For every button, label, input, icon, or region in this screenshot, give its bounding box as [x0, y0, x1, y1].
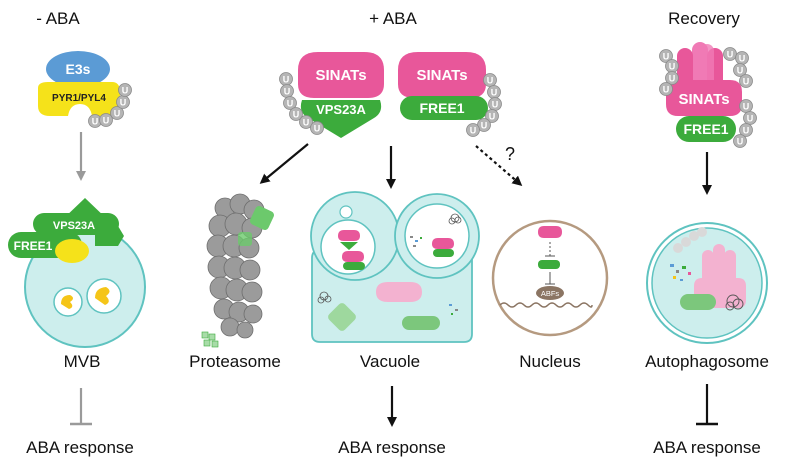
recovery-complex: SINATs FREE1 [659, 42, 757, 148]
proteasome-cargo [250, 206, 274, 230]
question-mark: ? [505, 144, 515, 164]
sinats-recovery-shape [666, 80, 742, 116]
proteasome-illustration [201, 193, 274, 348]
caption-proteasome: Proteasome [189, 352, 281, 371]
sinats-right-label: SINATs [416, 67, 467, 84]
autophagosome-illustration [646, 222, 768, 344]
caption-vacuole: Vacuole [360, 352, 420, 371]
debris [670, 264, 691, 281]
cargo-2 [95, 287, 110, 305]
degraded-sinats [376, 282, 422, 302]
membrane-whorl [725, 294, 744, 311]
sinats-free1-complex: SINATs FREE1 [398, 52, 502, 137]
vps-tail [95, 226, 124, 246]
free-label: FREE1 [14, 239, 53, 253]
sinats-left-label: SINATs [315, 67, 366, 84]
free1-degraded [680, 294, 716, 310]
e3s-label: E3s [66, 61, 91, 77]
cargo-1 [61, 295, 73, 309]
abfs-label: ABFs [541, 289, 560, 298]
header-plus-aba: + ABA [369, 9, 417, 28]
vps23a-label: VPS23A [316, 102, 366, 117]
autophagosome-inside-vacuole [404, 203, 470, 269]
nucleus-illustration: ABFs [491, 219, 609, 337]
peptide-fragments [201, 331, 219, 348]
caption-autophagosome: Autophagosome [645, 352, 769, 371]
dna-strand [499, 302, 593, 308]
vps-label: VPS23A [53, 220, 95, 232]
mvb-illustration: VPS23A FREE1 [8, 198, 146, 348]
free1-label: FREE1 [419, 100, 464, 116]
vacuole-illustration [310, 191, 480, 343]
faded-ubiquitin [673, 227, 707, 253]
vps23a-shape [300, 100, 382, 138]
arrow-to-nucleus [475, 145, 523, 186]
abfs-shape [536, 286, 564, 300]
caption-mvb: MVB [64, 352, 101, 371]
free1-shape [400, 96, 488, 120]
free1-recovery-label: FREE1 [683, 121, 728, 137]
response-recovery: ABA response [653, 438, 761, 457]
header-minus-aba: - ABA [36, 9, 80, 28]
arrow-to-proteasome [259, 143, 309, 184]
e3s-complex: E3s PYR1/PYL4 [38, 51, 132, 128]
sinats-left-shape [298, 52, 384, 98]
sinats-recovery-label: SINATs [678, 91, 729, 108]
caption-nucleus: Nucleus [519, 352, 580, 371]
response-plus-aba: ABA response [338, 438, 446, 457]
sinats-oligomer-faded [694, 244, 746, 308]
header-recovery: Recovery [668, 9, 740, 28]
sinats-right-shape [398, 52, 486, 98]
receptor-in-mvb [55, 239, 89, 263]
response-minus-aba: ABA response [26, 438, 134, 457]
sinats-vps23a-complex: SINATs VPS23A [279, 52, 384, 138]
degraded-vps [328, 303, 356, 331]
e3s-ellipse [46, 51, 110, 87]
pyr-receptor-shape [38, 82, 120, 116]
free1-recovery-shape [676, 116, 736, 142]
pyr-receptor-label: PYR1/PYL4 [52, 93, 106, 104]
degraded-free1 [402, 316, 440, 330]
